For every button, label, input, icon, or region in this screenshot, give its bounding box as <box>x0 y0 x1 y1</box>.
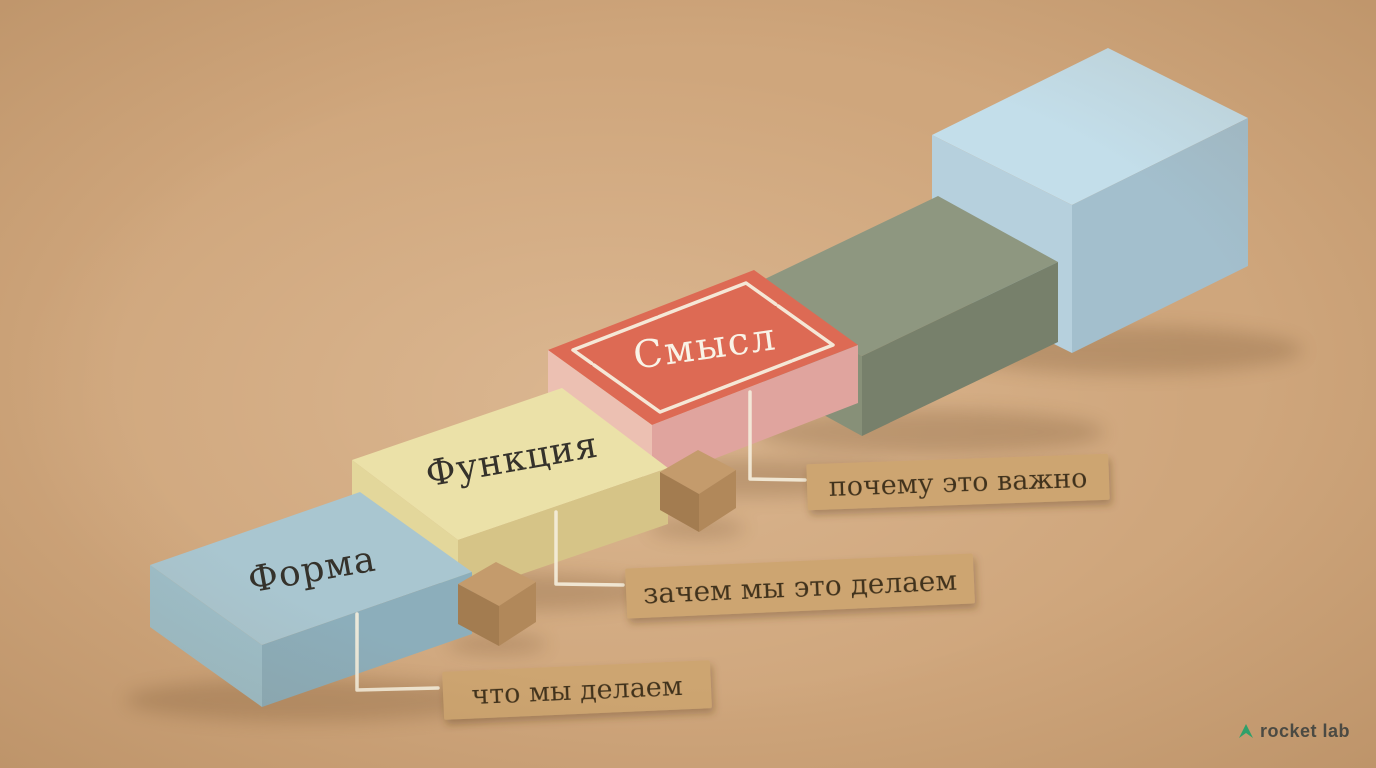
rocket-lab-wordmark: rocket lab <box>1260 721 1350 741</box>
rocket-lab-icon <box>1239 724 1253 738</box>
rocket-lab-logo: rocket lab <box>1239 721 1350 741</box>
